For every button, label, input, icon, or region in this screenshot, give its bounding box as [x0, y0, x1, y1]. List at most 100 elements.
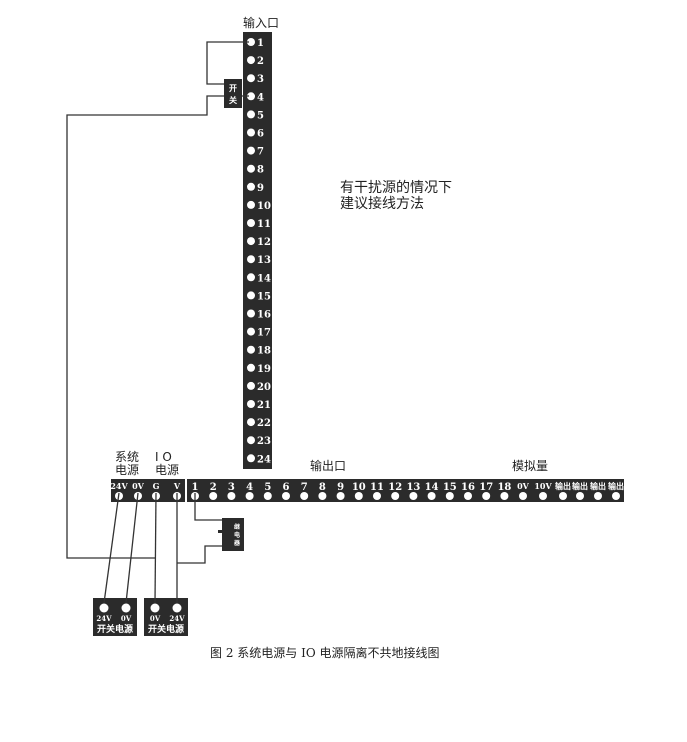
output-pin-label: 10 [352, 482, 366, 493]
supply2-pin-1 [150, 603, 160, 613]
output-pin-label: 5 [264, 482, 271, 493]
input-pin-dot [247, 273, 255, 282]
input-pin-label: 13 [257, 255, 271, 266]
output-pin-dot [282, 492, 290, 500]
wiring [66, 41, 249, 604]
input-pin-dot [247, 291, 255, 300]
input-pin-label: 23 [257, 436, 271, 447]
input-pin-dot [247, 92, 255, 101]
output-pin-label: 14 [425, 482, 439, 493]
input-pin-dot [247, 255, 255, 264]
relay-contact [218, 530, 226, 533]
supply2-label: 开关电源 [148, 623, 184, 635]
input-pin-label: 1 [257, 38, 264, 49]
input-pin-dot [247, 219, 255, 227]
input-pin-dot [247, 309, 255, 318]
input-pin-label: 15 [257, 291, 271, 302]
power-terminal-label: 24V [110, 481, 128, 491]
analog-pin-dot [594, 492, 602, 500]
input-pin-dot [247, 237, 255, 246]
input-pin-label: 7 [257, 147, 264, 158]
output-pin-label: 16 [461, 482, 475, 493]
output-pin-dot [263, 492, 272, 500]
analog-pin-dot [559, 492, 567, 500]
analog-pin-dot [612, 492, 620, 500]
analog-pin-dot [539, 492, 547, 500]
output-pin-label: 4 [246, 482, 253, 493]
wire-switch-to-common [66, 95, 224, 559]
output-pin-label: 11 [370, 482, 384, 493]
wire-output1-to-relay [194, 493, 222, 521]
output-pin-dot [500, 492, 509, 500]
figure-caption: 图 2 系统电源与 IO 电源隔离不共地接线图 [210, 645, 439, 660]
input-pin-label: 22 [257, 418, 271, 429]
output-pin-label: 9 [337, 482, 344, 493]
output-pin-dot [464, 492, 472, 500]
wire-relay-to-io-v [177, 545, 222, 564]
output-terminal-strip [187, 479, 624, 502]
output-pin-label: 6 [283, 482, 290, 493]
output-pin-dot [318, 492, 327, 500]
analog-block-title: 模拟量 [512, 459, 548, 473]
output-pin-label: 2 [210, 482, 217, 493]
input-pin-dot [247, 363, 255, 372]
input-pin-dot [247, 418, 255, 427]
output-pin-label: 1 [192, 482, 199, 493]
switch-label-2: 关 [229, 95, 237, 105]
input-pin-dot [247, 74, 255, 83]
analog-pin-label: 输出 [572, 481, 588, 491]
output-pin-label: 15 [443, 482, 457, 493]
input-pin-dot [247, 128, 255, 137]
output-pin-dot [354, 492, 363, 500]
output-pin-label: 8 [319, 482, 326, 493]
switching-power-supply-1 [93, 598, 137, 636]
io-power-label-2: 电源 [155, 463, 179, 477]
supply2-terminal-2: 24V [169, 614, 185, 623]
output-pin-dot [245, 492, 254, 500]
input-pin-label: 12 [257, 237, 271, 248]
switch-label-1: 开 [229, 83, 237, 93]
output-pin-label: 3 [228, 482, 235, 493]
output-pin-dot [227, 492, 236, 500]
input-pin-label: 6 [257, 129, 264, 140]
system-power-label-1: 系统 [115, 450, 139, 464]
output-pin-label: 12 [388, 482, 402, 493]
wire-io-g [154, 492, 157, 604]
analog-pin-label: 0V [517, 481, 530, 491]
output-pin-dot [409, 492, 418, 500]
input-pin-dot [247, 182, 255, 191]
output-pin-label: 18 [497, 482, 511, 493]
output-pin-dot [336, 492, 345, 500]
relay [222, 518, 244, 551]
input-pin-dot [247, 345, 255, 354]
wire-sys-24v [103, 492, 120, 604]
wire-input1-to-switch [206, 41, 249, 85]
analog-pin-label: 10V [534, 481, 552, 491]
input-pin-dot [247, 146, 255, 155]
output-pin-dot [445, 492, 454, 500]
input-pin-label: 10 [257, 201, 271, 212]
output-pin-label: 17 [479, 482, 493, 493]
input-pin-label: 9 [257, 183, 264, 194]
input-pin-dot [247, 454, 255, 463]
analog-pin-label: 输出 [555, 481, 571, 491]
supply1-pin-1 [99, 603, 109, 613]
supply2-terminal-1: 0V [150, 614, 161, 623]
input-pin-label: 2 [257, 56, 264, 67]
output-pin-dot [482, 492, 491, 500]
input-pin-label: 24 [257, 454, 271, 465]
input-pin-label: 14 [257, 273, 271, 284]
io-power-label-1: I O [155, 450, 172, 464]
input-pin-label: 5 [257, 110, 264, 121]
input-pin-label: 8 [257, 165, 264, 176]
output-pin-label: 7 [301, 482, 308, 493]
switching-power-supply-2 [144, 598, 188, 636]
input-pin-dot [247, 164, 255, 173]
power-terminal-label: 0V [132, 481, 145, 491]
output-pin-dot [300, 492, 309, 500]
input-pin-dot [247, 200, 255, 209]
power-terminal-label: V [173, 481, 181, 491]
